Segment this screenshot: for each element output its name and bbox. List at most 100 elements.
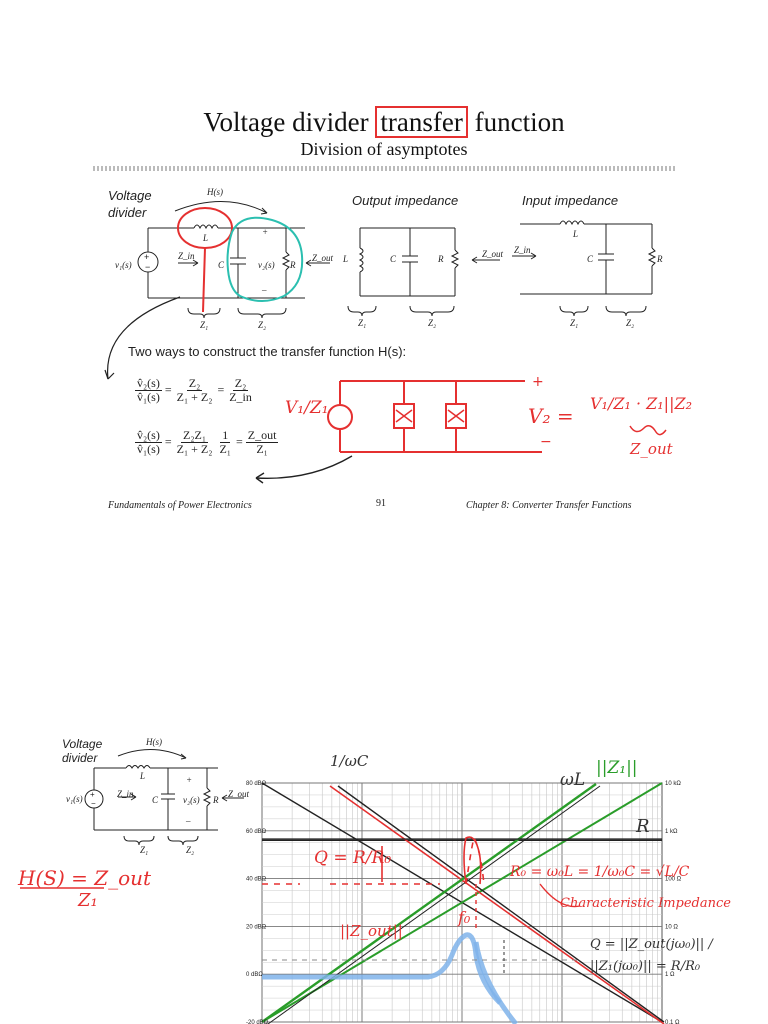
- hand-wl: ωL: [560, 770, 586, 790]
- inductor-label: L: [203, 233, 209, 243]
- bottom-r-label: R: [213, 795, 219, 805]
- hand-z1-magnitude: ||Z₁||: [596, 758, 638, 778]
- hand-v2-eq: V₂ =: [528, 404, 574, 428]
- bottom-v2-label: v₂(s): [183, 795, 200, 805]
- output-impedance-label: Output impedance: [352, 193, 459, 208]
- title-post: function: [474, 107, 565, 137]
- blue-tail: [473, 941, 518, 1024]
- bottom-plus-label: +: [186, 775, 193, 785]
- input-l-label: L: [573, 229, 579, 239]
- z2-label: Z₂: [258, 320, 267, 330]
- title-highlight: transfer: [380, 107, 463, 137]
- red-hand-circuit: [327, 380, 542, 453]
- capacitor-label: C: [218, 260, 225, 270]
- bottom-v1-label: v₁(s): [66, 794, 83, 804]
- input-c-label: C: [587, 254, 594, 264]
- red-peak-marker: [463, 836, 482, 885]
- teal-z2-loop: [226, 216, 304, 302]
- hand-char-impedance: Characteristic Impedance: [560, 896, 731, 911]
- input-z2-label: Z₂: [626, 318, 635, 328]
- zout-label: Z_out: [312, 253, 334, 263]
- two-ways-text: Two ways to construct the transfer funct…: [128, 344, 407, 359]
- wl-asymptote: [261, 783, 597, 1023]
- y-right-tick: 0.1 Ω: [665, 1020, 680, 1024]
- output-z1-label: Z₁: [358, 318, 367, 328]
- slide-subtitle: Division of asymptotes: [300, 139, 468, 159]
- input-r-label: R: [657, 254, 663, 264]
- hand-q-eq: Q = R/R₀: [314, 848, 392, 868]
- hand-f0: f₀: [458, 908, 471, 927]
- output-z2-label: Z₂: [428, 318, 437, 328]
- bottom-z1-label: Z₁: [140, 845, 149, 855]
- svg-text:+: +: [90, 790, 95, 799]
- svg-text:+: +: [144, 252, 149, 262]
- black-curve-arrow: [106, 296, 181, 380]
- hand-hs-denominator: Z₁: [78, 890, 98, 911]
- output-c-label: C: [390, 254, 397, 264]
- v1-label: v₁(s): [115, 260, 132, 270]
- bottom-l-label: L: [140, 771, 146, 781]
- bottom-voltage-label-1: Voltage: [62, 737, 103, 751]
- footer-right: Chapter 8: Converter Transfer Functions: [466, 500, 632, 511]
- input-zin-label: Z_in: [514, 245, 531, 255]
- output-impedance-circuit: [347, 227, 500, 317]
- hand-r0-eq: R₀ = ω₀L = 1/ω₀C = √L/C: [510, 864, 690, 880]
- hand-hs-numerator: H(S) = Z_out: [18, 866, 152, 890]
- voltage-divider-label-line1: Voltage: [108, 188, 152, 203]
- bottom-circuit: [84, 748, 244, 846]
- y-left-tick: 20 dBΩ: [246, 924, 267, 930]
- hand-plus: +: [532, 374, 544, 390]
- svg-text:−: −: [145, 262, 150, 272]
- y-right-tick: 1 kΩ: [665, 829, 678, 835]
- footer-left: Fundamentals of Power Electronics: [108, 500, 252, 511]
- hand-rhs: V₁/Z₁ · Z₁||Z₂: [590, 394, 692, 413]
- title-highlight-box: transfer: [375, 106, 468, 138]
- eq2-lhs: v̂₂(s)v̂₁(s): [135, 428, 162, 456]
- title-pre: Voltage divider: [203, 107, 369, 137]
- top-circuit-drawing: + −: [104, 201, 667, 484]
- hand-zout: Z_out: [630, 440, 673, 458]
- hand-v1-over-z1: V₁/Z₁: [285, 398, 329, 418]
- svg-text:−: −: [91, 799, 96, 808]
- input-z1-label: Z₁: [570, 318, 579, 328]
- output-r-label: R: [438, 254, 444, 264]
- black-return-arrow: [255, 455, 353, 480]
- red-zout-asymptote: [329, 785, 665, 1024]
- bottom-zout-label: Z_out: [228, 789, 250, 799]
- z1-label: Z₁: [200, 320, 209, 330]
- one-over-wc-asymptote: [337, 785, 665, 1023]
- slide-title: Voltage divider transfer function: [0, 106, 768, 138]
- y-left-tick: 80 dBΩ: [246, 781, 267, 787]
- y-right-tick: 100 Ω: [665, 877, 682, 883]
- bottom-zin-label: Z_in: [117, 789, 134, 799]
- bode-hand-annotations: [262, 836, 581, 1024]
- red-dashed-r0: [262, 836, 485, 885]
- blue-zout-curve: [262, 932, 502, 1005]
- v2-label: v₂(s): [258, 260, 275, 270]
- minus-label: –: [262, 285, 267, 295]
- bottom-minus-label: –: [186, 816, 191, 826]
- series-line: [261, 782, 663, 1023]
- hand-q-ratio: Q = ||Z_out(jω₀)|| / ||Z₁(jω₀)|| = R/R₀: [590, 937, 713, 974]
- page-number: 91: [376, 498, 386, 509]
- char-imp-arrow: [539, 883, 581, 908]
- bottom-voltage-label-2: divider: [62, 751, 98, 765]
- voltage-divider-label-line2: divider: [108, 205, 147, 220]
- eq1-lhs: v̂₂(s)v̂₁(s): [135, 376, 162, 404]
- title-divider: [93, 166, 675, 171]
- plus-label: +: [262, 227, 269, 237]
- input-impedance-circuit: [512, 220, 657, 317]
- output-zout-label: Z_out: [482, 249, 504, 259]
- y-right-tick: 1 Ω: [665, 972, 675, 978]
- y-right-tick: 10 kΩ: [665, 781, 681, 787]
- hs-label: H(s): [207, 187, 223, 197]
- v1-source-symbol: + −: [137, 251, 159, 273]
- bottom-z2-label: Z₂: [186, 845, 195, 855]
